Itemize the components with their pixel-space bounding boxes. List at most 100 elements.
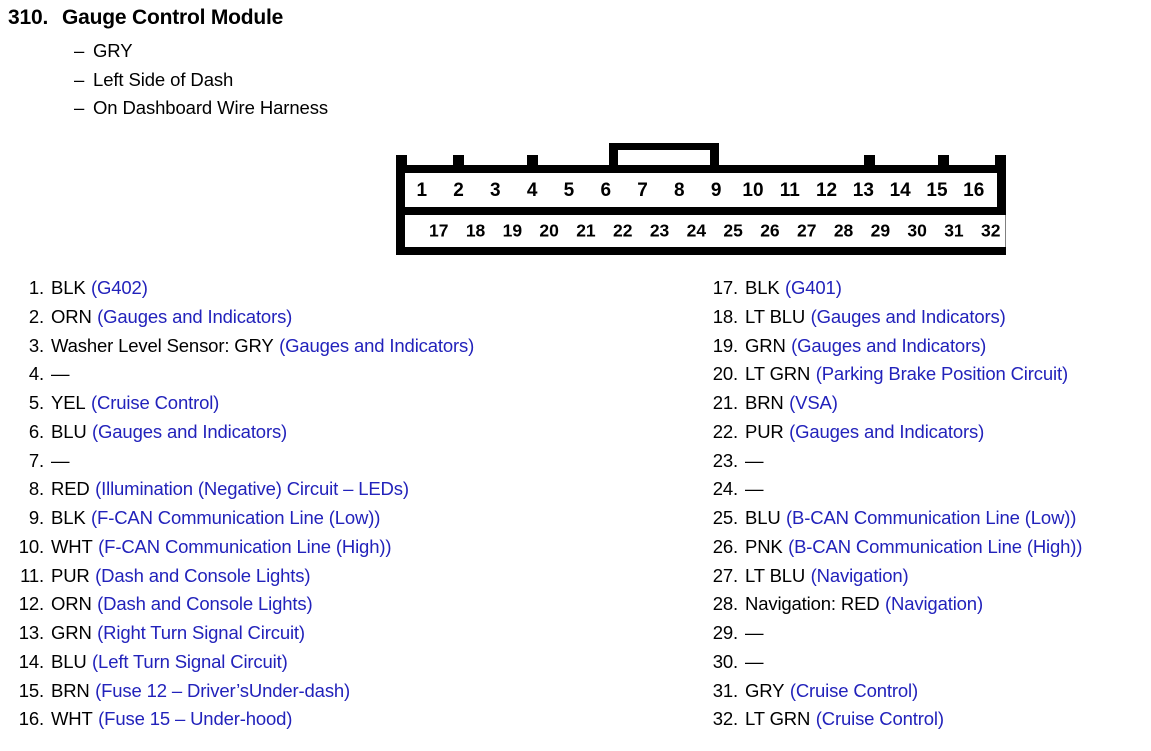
pin-number-label: 25. [712,507,738,528]
pin-number-label: 11. [20,564,44,586]
pin-number-label: 13. [18,622,44,643]
pin-circuit-description: (Gauges and Indicators) [279,334,475,356]
connector-pin-cell [460,215,491,247]
pin-circuit-description: (B-CAN Communication Line (Low)) [786,507,1077,528]
connector-pin-cell [701,173,731,207]
pin-number-label: 16. [18,708,44,730]
pin-list-item: 27.LT BLU(Navigation) [708,562,1151,591]
module-attribute: –GRY [74,37,708,66]
pin-list-item: 15.BRN(Fuse 12 – Driver’sUnder-dash) [18,677,698,706]
connector-pin-number: 29 [871,221,891,241]
pin-wire-color: PNK [745,535,783,557]
pin-number-label: 10. [18,535,44,557]
pin-circuit-description: (Cruise Control) [815,708,944,730]
connector-pin-number: 28 [834,221,854,241]
pin-circuit-description: (G402) [91,277,148,298]
connector-pin-cell [939,215,969,247]
pin-wire-color: — [51,363,70,385]
connector-pin-number: 21 [576,221,596,241]
pin-wire-color: Washer Level Sensor: GRY [51,334,274,356]
pin-number-label: 22. [712,420,738,442]
pin-number-label: 8. [28,478,44,500]
pin-list-item: 3.Washer Level Sensor: GRY(Gauges and In… [18,332,698,361]
pin-circuit-description: (VSA) [789,392,838,413]
connector-pin-cell [885,173,915,207]
pin-list-item: 6.BLU(Gauges and Indicators) [18,418,698,447]
connector-pin-number: 14 [890,180,912,201]
pin-list-item: 8.RED(Illumination (Negative) Circuit – … [18,475,698,504]
module-attribute-text: GRY [93,40,133,61]
pin-list-item: 12. ORN(Dash and Console Lights) [18,590,698,619]
connector-pin-cell [497,215,528,247]
connector-pin-cell [517,173,547,207]
pin-list-item: 31.GRY(Cruise Control) [708,677,1151,706]
pin-number-label: 31. [712,679,738,701]
connector-pin-number: 26 [760,221,780,241]
connector-pin-cell [902,215,932,247]
module-attribute-text: Left Side of Dash [93,68,234,90]
pin-wire-color: ORN [51,305,92,327]
connector-pin-number: 3 [490,180,501,201]
pin-wire-color: PUR [51,564,90,586]
pin-list-item: 29.— [708,619,1151,648]
connector-pin-number: 24 [687,221,707,241]
connector-pin-cell [718,215,748,247]
connector-pin-cell [811,173,842,207]
module-header: 310. Gauge Control Module –GRY–Left Side… [8,6,708,123]
pin-wire-color: BLK [745,277,780,298]
connector-pin-number: 31 [944,221,964,241]
pin-wire-color: ORN [51,593,92,615]
pin-wire-color: BRN [745,392,784,413]
pin-wire-color: BRN [51,679,90,701]
pin-wire-color: — [51,449,70,471]
pin-list-right: 17.BLK(G401)18.LT BLU(Gauges and Indicat… [708,274,1151,734]
pin-number-label: 1. [28,277,44,298]
connector-pin-number: 2 [453,180,464,201]
pin-number-label: 24. [712,478,738,500]
connector-pin-cell [627,173,658,207]
pin-circuit-description: (Gauges and Indicators) [791,334,987,356]
pin-list-item: 25.BLU(B-CAN Communication Line (Low)) [708,504,1151,533]
pin-wire-color: — [745,622,764,643]
connector-pin-cell [443,173,474,207]
pin-wire-color: PUR [745,420,784,442]
pin-wire-color: LT GRN [745,363,811,385]
pin-list-item: 1.BLK(G402) [18,274,698,303]
pin-number-label: 5. [28,392,44,413]
pin-wire-color: GRY [745,679,785,701]
pin-number-label: 32. [712,708,738,730]
connector-pin-number: 32 [981,221,1001,241]
pin-circuit-description: (B-CAN Communication Line (High)) [788,535,1083,557]
pin-number-label: 17. [712,277,738,298]
pin-circuit-description: (Dash and Console Lights) [97,593,313,615]
connector-pin-number: 19 [503,221,523,241]
pin-list-item: 5.YEL(Cruise Control) [18,389,698,418]
connector-pin-cell [534,215,564,247]
connector-pin-cell [775,173,805,207]
pin-circuit-description: (Parking Brake Position Circuit) [815,363,1068,385]
connector-pin-cell [755,215,785,247]
pin-wire-color: GRN [51,622,92,643]
pin-circuit-description: (Navigation) [810,564,909,586]
pin-list-item: 11.PUR(Dash and Console Lights) [18,562,698,591]
pin-circuit-description: (F-CAN Communication Line (Low)) [91,507,381,528]
connector-pin-cell [738,173,768,207]
pin-wire-color: — [745,478,764,500]
pin-list-item: 24. — [708,475,1151,504]
pin-list-item: 32.LT GRN(Cruise Control) [708,705,1151,734]
connector-pin-cell [480,173,511,207]
pin-circuit-description: (Gauges and Indicators) [789,420,985,442]
pin-number-label: 12. [18,593,44,615]
pin-list-item: 2.ORN(Gauges and Indicators) [18,303,698,332]
pin-list-item: 22. PUR(Gauges and Indicators) [708,418,1151,447]
connector-pin-cell [959,173,989,207]
pin-number-label: 9. [28,507,44,528]
connector-pin-cell [554,173,584,207]
pin-circuit-description: (Right Turn Signal Circuit) [97,622,305,643]
pin-number-label: 4. [28,363,44,385]
pin-list-item: 18.LT BLU(Gauges and Indicators) [708,303,1151,332]
connector-pin-cell [407,173,437,207]
pin-circuit-description: (Illumination (Negative) Circuit – LEDs) [95,478,409,500]
pin-number-label: 30. [712,650,738,672]
